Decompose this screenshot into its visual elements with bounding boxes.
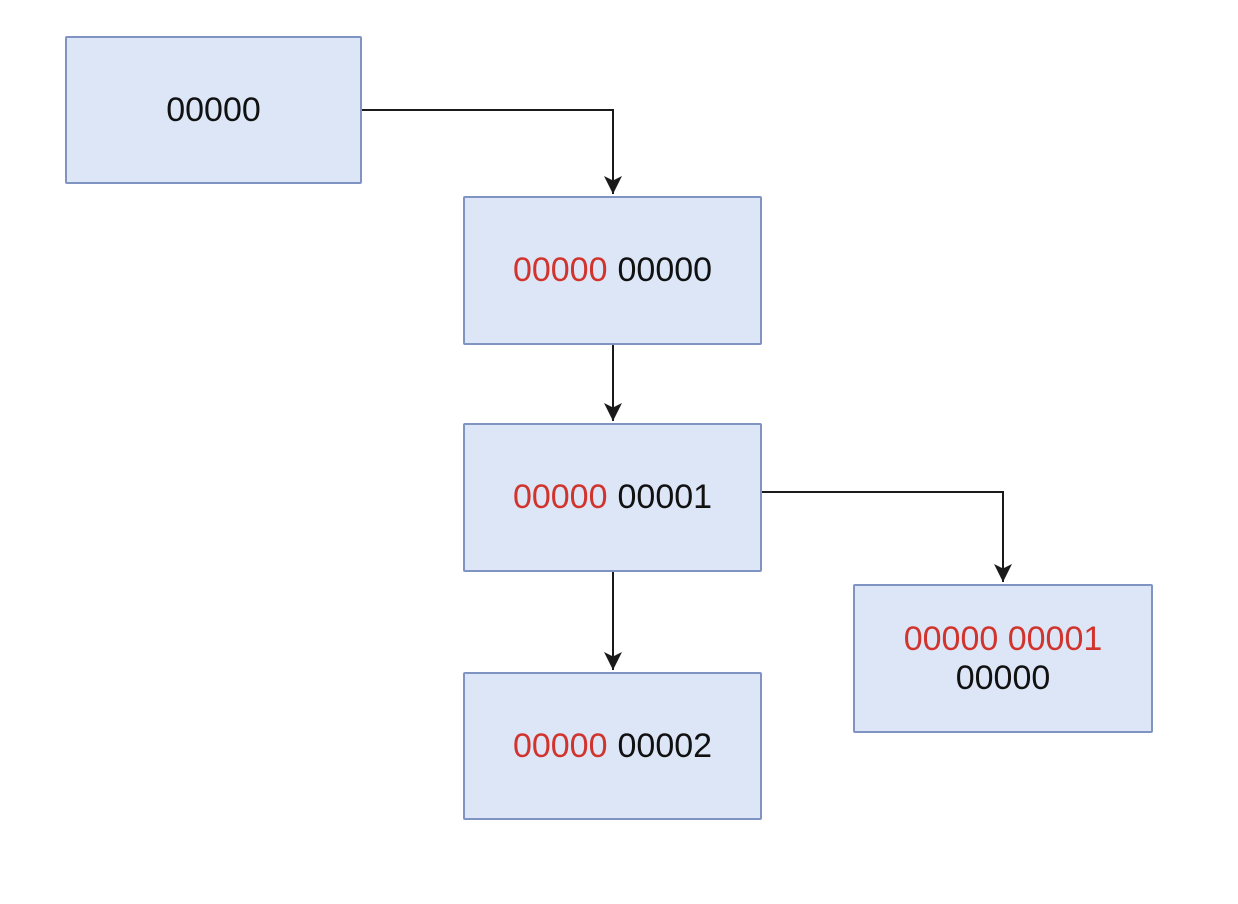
node-grandchild[interactable]: 00000 00001 00000 [853,584,1153,733]
node-label: 00002 [617,726,713,765]
node-label-highlight: 00000 [512,478,608,517]
node-label: 00000 [617,251,713,290]
node-child-1[interactable]: 00000 00001 [463,423,762,572]
node-label: 00000 [166,90,261,129]
node-label-line: 00000 00000 [513,251,712,289]
node-child-0[interactable]: 00000 00000 [463,196,762,345]
node-label-line: 00000 00001 [904,620,1103,658]
node-label-line: 00000 00001 [513,478,712,516]
connector-child-1-to-grandchild [762,491,1012,582]
node-label-line: 00000 [166,91,261,129]
node-label: 00000 [955,658,1051,697]
connector-root-to-child-0 [362,109,622,194]
node-label-highlight: 00000 00001 [903,620,1103,659]
node-root[interactable]: 00000 [65,36,362,184]
node-child-2[interactable]: 00000 00002 [463,672,762,820]
node-label-line: 00000 [956,659,1051,697]
node-label-highlight: 00000 [512,726,608,765]
node-label-line: 00000 00002 [513,727,712,765]
node-label-highlight: 00000 [512,251,608,290]
node-label: 00001 [617,478,713,517]
